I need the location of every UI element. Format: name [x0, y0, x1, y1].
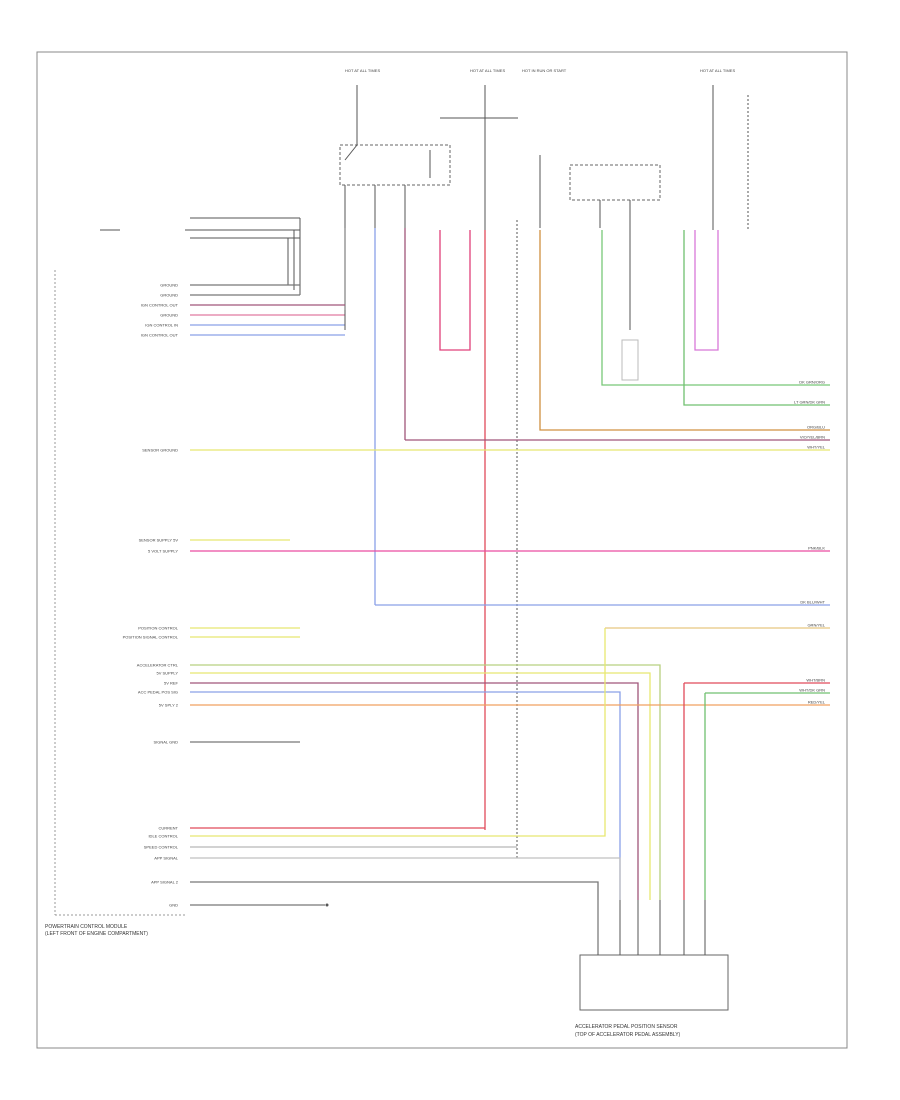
- relay-1: [339, 144, 451, 186]
- wire-color-label: ORG/BLU: [807, 425, 825, 430]
- pin-label: CURRENT: [158, 826, 178, 831]
- pcm-pin-column: POWERTRAIN CONTROL MODULE (LEFT FRONT OF…: [45, 270, 185, 937]
- wire-color-label: WHT/DK GRN: [799, 688, 825, 693]
- pin-label: APP SIGNAL: [154, 856, 178, 861]
- pin-label: GROUND: [160, 293, 178, 298]
- wire-color-label: VIO/YEL/BRN: [800, 435, 825, 440]
- sensor-label-line-1: ACCELERATOR PEDAL POSITION SENSOR: [575, 1024, 678, 1030]
- sensor-connector: [579, 954, 729, 1011]
- wire-color-label: WHT/YEL: [807, 445, 826, 450]
- pin-label: SPEED CONTROL: [144, 845, 179, 850]
- wire-color-label: RED/YEL: [808, 700, 826, 705]
- pin-label: APP SIGNAL 2: [151, 880, 179, 885]
- ground-symbols: [310, 310, 346, 907]
- ground-box: [621, 339, 639, 381]
- pin-label: POSITION SIGNAL CONTROL: [123, 635, 179, 640]
- pcm-pin-labels: GROUND GROUND IGN CONTROL OUT GROUND IGN CON…: [123, 283, 179, 908]
- pin-label: ACCELERATOR CTRL: [137, 663, 179, 668]
- wire-color-label: DK GRN/ORG: [799, 380, 825, 385]
- wire-color-label: LT GRN/DK GRN: [794, 400, 825, 405]
- fuse-label-1: HOT AT ALL TIMES: [345, 68, 380, 73]
- pin-label: POSITION CONTROL: [138, 626, 179, 631]
- pin-label: 5 VOLT SUPPLY: [148, 549, 178, 554]
- pin-label: GROUND: [160, 313, 178, 318]
- wire-color-label: DK BLU/WHT: [800, 600, 825, 605]
- pin-label: ACC PEDAL POS SIG: [138, 690, 178, 695]
- fuse-label-4: HOT AT ALL TIMES: [700, 68, 735, 73]
- pin-label: GND: [169, 903, 178, 908]
- pcm-wires: [190, 284, 830, 906]
- pin-label: IDLE CONTROL: [148, 834, 178, 839]
- pin-label: SIGNAL GND: [153, 740, 178, 745]
- pin-label: IGN CONTROL OUT: [141, 303, 179, 308]
- pin-label: 5V SPLY 2: [159, 703, 179, 708]
- pin-label: 5V SUPPLY: [157, 671, 179, 676]
- accelerator-pedal-sensor: ACCELERATOR PEDAL POSITION SENSOR (TOP O…: [575, 900, 729, 1038]
- fuse-label-3: HOT IN RUN OR START: [522, 68, 567, 73]
- pin-label: GROUND: [160, 283, 178, 288]
- pin-label: SENSOR SUPPLY 5V: [139, 538, 179, 543]
- pin-label: IGN CONTROL IN: [145, 323, 178, 328]
- sensor-label-line-2: (TOP OF ACCELERATOR PEDAL ASSEMBLY): [575, 1032, 681, 1038]
- pin-label: IGN CONTROL OUT: [141, 333, 179, 338]
- top-connector-stubs: [344, 228, 830, 830]
- fuse-label-2: HOT AT ALL TIMES: [470, 68, 505, 73]
- module-label-line-2: (LEFT FRONT OF ENGINE COMPARTMENT): [45, 931, 148, 937]
- pin-label: SENSOR GROUND: [142, 448, 178, 453]
- top-fuse-region: HOT AT ALL TIMES HOT AT ALL TIMES HOT IN…: [339, 68, 749, 860]
- wire-color-label: PNK/BLK: [808, 546, 825, 551]
- diagram-frame: [36, 51, 848, 1049]
- module-label-line-1: POWERTRAIN CONTROL MODULE: [45, 924, 128, 930]
- pin-label: 5V REF: [164, 681, 179, 686]
- right-wire-labels: DK GRN/ORG LT GRN/DK GRN ORG/BLU VIO/YEL/BR…: [794, 380, 826, 705]
- wire-color-label: WHT/BRN: [806, 678, 825, 683]
- wire-color-label: GRN/YEL: [807, 623, 825, 628]
- relay-2: [569, 164, 661, 201]
- upper-left-connector: [100, 217, 301, 295]
